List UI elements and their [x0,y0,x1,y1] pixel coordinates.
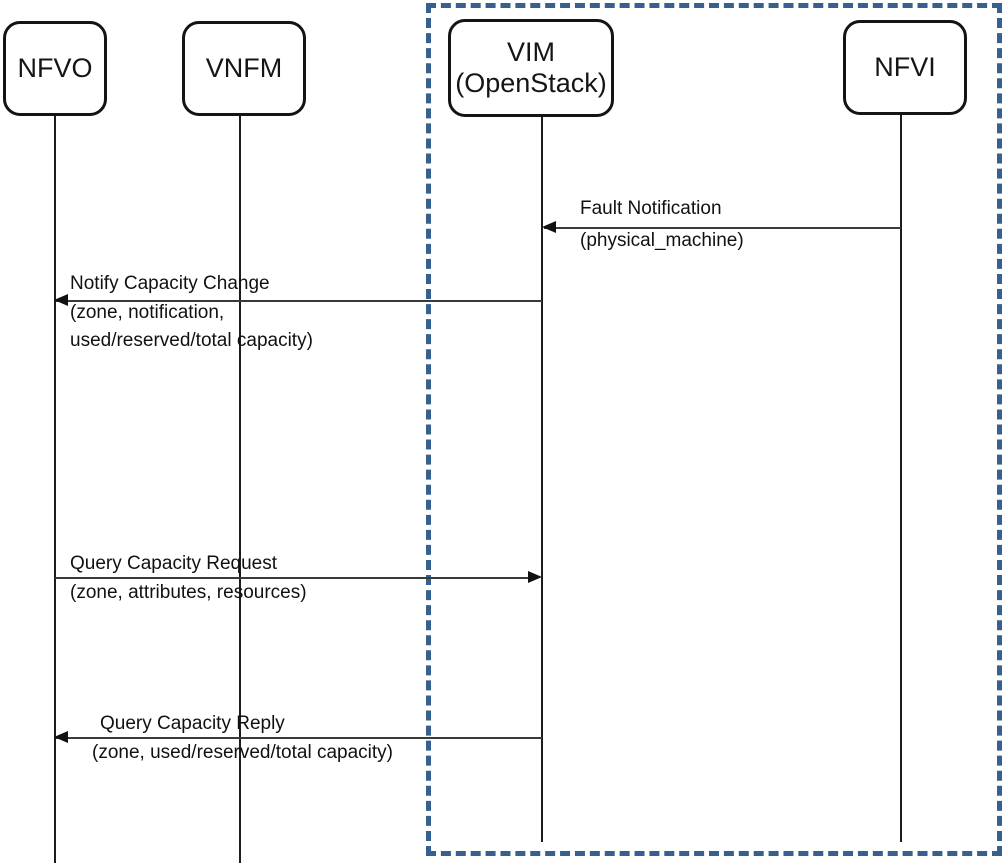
lifeline-vnfm [239,114,241,863]
actor-box-nfvo: NFVO [3,21,107,116]
actor-label-nfvo: NFVO [17,52,93,83]
lifeline-vim [541,115,543,842]
actor-label-vim: VIM [506,36,555,67]
message-line-fault-notification [544,227,901,229]
vim-nfvi-dashed-boundary [426,3,1002,856]
message-line-query-capacity-request [55,577,529,579]
message-title-notify-capacity-change: Notify Capacity Change [70,273,270,294]
message-params-query-capacity-request: (zone, attributes, resources) [70,582,307,603]
arrowhead-left-icon [54,731,68,743]
arrowhead-left-icon [54,294,68,306]
actor-sublabel-vim: (OpenStack) [455,68,607,98]
message-title-query-capacity-request: Query Capacity Request [70,553,277,574]
lifeline-nfvi [900,113,902,842]
actor-label-nfvi: NFVI [874,51,936,82]
message-params-fault-notification: (physical_machine) [580,230,744,251]
message-title-fault-notification: Fault Notification [580,198,722,219]
message-line-query-capacity-reply [56,737,542,739]
message-title-query-capacity-reply: Query Capacity Reply [100,713,285,734]
message-params-query-capacity-reply: (zone, used/reserved/total capacity) [92,742,393,763]
arrowhead-left-icon [542,221,556,233]
actor-box-vim: VIM (OpenStack) [448,19,614,117]
message-params-notify-capacity-change: (zone, notification, [70,302,225,323]
lifeline-nfvo [54,114,56,863]
actor-label-vnfm: VNFM [205,52,283,83]
message-params2-notify-capacity-change: used/reserved/total capacity) [70,330,313,351]
message-line-notify-capacity-change [56,300,542,302]
actor-box-vnfm: VNFM [182,21,306,116]
arrowhead-right-icon [528,571,542,583]
actor-box-nfvi: NFVI [843,20,967,115]
